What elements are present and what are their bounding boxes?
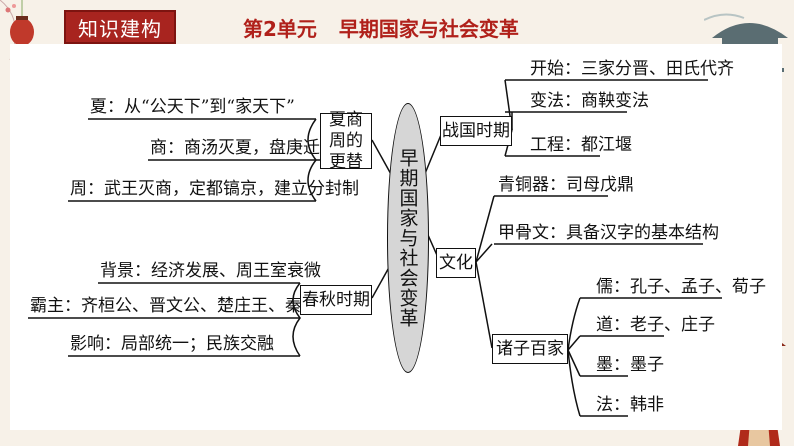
chunqiu-impact: 影响：局部统一；民族交融: [70, 334, 274, 354]
zhanguo-project: 工程：都江堰: [530, 135, 632, 155]
unit-title-text: 早期国家与社会变革: [338, 17, 519, 41]
zhanguo-box: 战国时期: [440, 116, 512, 146]
section-tag: 知识建构: [64, 10, 176, 44]
xia-shang-zhou-box: 夏商周的更替: [320, 110, 372, 172]
wenhua-oracle: 甲骨文：具备汉字的基本结构: [498, 223, 719, 243]
zhuzi-box: 诸子百家: [492, 334, 568, 364]
section-tag-label: 知识建构: [78, 16, 162, 41]
wenhua-box: 文化: [436, 248, 476, 278]
central-topic: 早期国家与社会变革: [387, 103, 429, 373]
wenhua-bronze: 青铜器：司母戊鼎: [498, 175, 634, 195]
shang-item: 商：商汤灭夏，盘庚迁殷: [150, 138, 337, 158]
zhuzi-legalist: 法：韩非: [596, 395, 664, 415]
unit-number: 第2单元: [243, 17, 317, 41]
chunqiu-hegemons: 霸主：齐桓公、晋文公、楚庄王、秦穆公: [30, 296, 336, 316]
central-topic-label: 早期国家与社会变革: [396, 148, 419, 328]
zhanguo-reform: 变法：商鞅变法: [530, 91, 649, 111]
page-title: 第2单元早期国家与社会变革: [243, 13, 519, 42]
zhanguo-start: 开始：三家分晋、田氏代齐: [530, 59, 734, 79]
chunqiu-box: 春秋时期: [300, 285, 372, 315]
chunqiu-background: 背景：经济发展、周王室衰微: [100, 261, 321, 281]
zhuzi-daoist: 道：老子、庄子: [596, 315, 715, 335]
zhou-item: 周：武王灭商，定都镐京，建立分封制: [70, 179, 359, 199]
xia-item: 夏：从“公天下”到“家天下”: [90, 97, 295, 117]
zhuzi-confucian: 儒：孔子、孟子、荀子: [596, 277, 766, 297]
zhuzi-mohist: 墨：墨子: [596, 355, 664, 375]
